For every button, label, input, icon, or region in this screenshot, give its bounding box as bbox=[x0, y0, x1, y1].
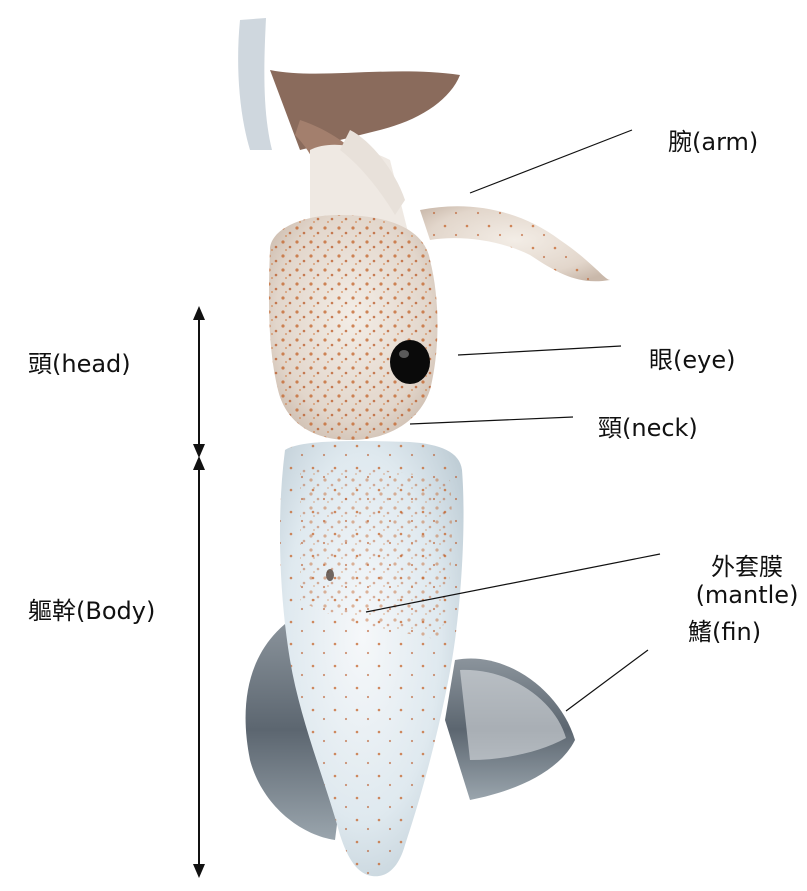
head-label: 頭(head) bbox=[28, 350, 131, 378]
body-dimension-arrow bbox=[193, 456, 205, 878]
head-dimension-arrow bbox=[193, 306, 205, 458]
fin-pointer-line bbox=[566, 650, 648, 711]
mantle-label-line2: (mantle) bbox=[688, 581, 806, 609]
mantle-label: 外套膜 (mantle) bbox=[688, 553, 806, 609]
body-label: 軀幹(Body) bbox=[28, 597, 155, 625]
arm-pointer-line bbox=[470, 130, 632, 193]
arm-label: 腕(arm) bbox=[668, 128, 758, 156]
fin-label: 鰭(fin) bbox=[688, 618, 761, 646]
head-shape bbox=[269, 215, 438, 440]
eye-shape bbox=[390, 340, 430, 384]
eye-label: 眼(eye) bbox=[649, 346, 735, 374]
neck-label: 頸(neck) bbox=[598, 414, 698, 442]
mantle-label-line1: 外套膜 bbox=[688, 553, 806, 581]
neck-pointer-line bbox=[410, 417, 573, 424]
eye-pointer-line bbox=[458, 346, 621, 355]
